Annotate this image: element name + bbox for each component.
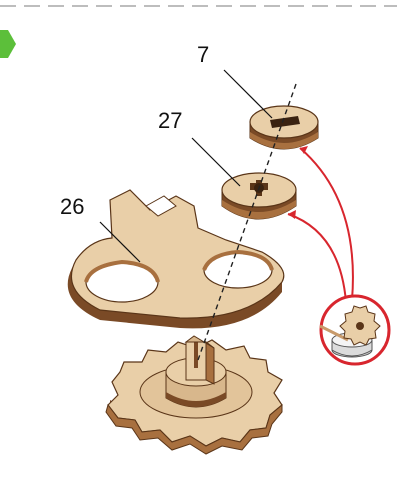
gear-part <box>106 336 282 454</box>
leader-line-7 <box>224 70 272 118</box>
part-label-7: 7 <box>197 44 209 66</box>
part-label-27: 27 <box>158 110 182 132</box>
part-7-washer <box>250 106 318 149</box>
part-label-26: 26 <box>60 196 84 218</box>
glue-bowl-icon <box>320 296 389 364</box>
glue-arrow-to-27 <box>288 214 346 302</box>
step-badge-icon <box>0 30 16 58</box>
leader-line-27 <box>192 138 240 186</box>
